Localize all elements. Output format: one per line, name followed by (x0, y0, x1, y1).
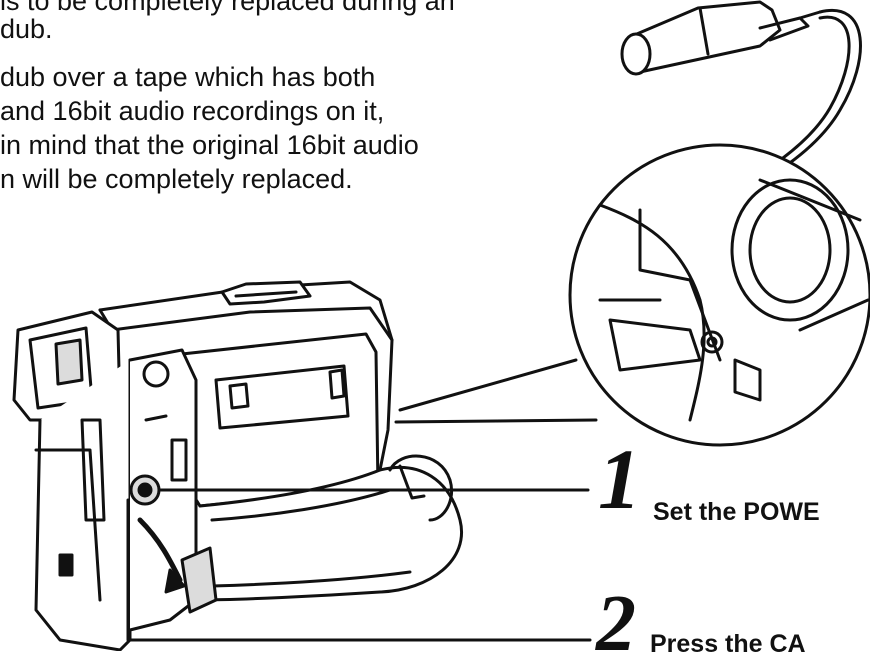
step-1-text: Set the POWE (653, 498, 820, 526)
camcorder-icon (12, 280, 463, 651)
dv-terminal-jack (700, 330, 724, 354)
step2-pointer-line (126, 498, 592, 642)
paragraph-line: n will be completely replaced. (0, 164, 353, 194)
paragraph-line: in mind that the original 16bit audio (0, 130, 419, 160)
step-1-number: 1 (598, 431, 641, 527)
paragraph-line: and 16bit audio recordings on it, (0, 96, 385, 126)
paragraph-line: dub over a tape which has both (0, 62, 376, 92)
paragraph-line: dub. (0, 14, 53, 44)
cable-plug-icon (620, 0, 822, 76)
step-2-number: 2 (596, 580, 636, 668)
step-2-text: Press the CA (650, 630, 806, 658)
magnified-terminal-callout (568, 143, 870, 447)
paragraph-line: is to be completely replaced during an (0, 0, 455, 16)
camcorder-illustration (12, 0, 870, 651)
